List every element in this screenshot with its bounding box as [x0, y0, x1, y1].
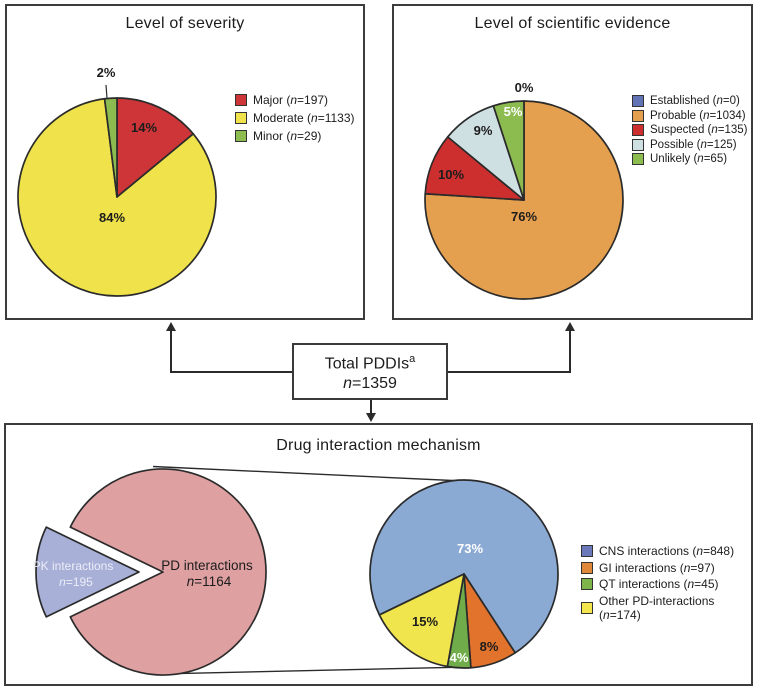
severity-title: Level of severity: [125, 15, 245, 32]
connector-line-right-vertical: [569, 330, 571, 373]
legend-label: Suspected (n=135): [650, 124, 748, 136]
arrow-down-icon: [366, 413, 376, 422]
mechanism-legend: CNS interactions (n=848) GI interactions …: [581, 544, 757, 622]
legend-swatch-other-pd-interactions: [581, 601, 593, 614]
legend-swatch-major: [235, 94, 247, 106]
legend-label: Minor (n=29): [253, 129, 322, 143]
legend-item-established: Established (n=0): [632, 95, 748, 107]
legend-item-major: Major (n=197): [235, 93, 355, 107]
connector-line-left-horizontal: [171, 371, 292, 373]
legend-swatch-qt-interactions: [581, 578, 593, 590]
legend-item-possible: Possible (n=125): [632, 138, 748, 151]
connector-line-down-vertical: [370, 400, 372, 414]
mechanism-title: Drug interaction mechanism: [276, 437, 481, 454]
legend-label: Probable (n=1034): [650, 109, 746, 122]
evidence-legend: Established (n=0) Probable (n=1034) Suspec…: [632, 95, 748, 165]
legend-swatch-minor: [235, 130, 247, 142]
arrow-up-right-icon: [565, 322, 575, 331]
total-pddis-label: Total PDDIsa: [324, 353, 416, 373]
legend-label: CNS interactions (n=848): [599, 544, 735, 558]
legend-swatch-unlikely: [632, 153, 644, 165]
legend-item-suspected: Suspected (n=135): [632, 124, 748, 136]
legend-label: Possible (n=125): [650, 138, 737, 151]
legend-label: GI interactions (n=97): [599, 560, 715, 575]
legend-item-moderate: Moderate (n=1133): [235, 111, 355, 125]
legend-label: Moderate (n=1133): [253, 111, 355, 125]
legend-swatch-moderate: [235, 112, 247, 124]
legend-label: Established (n=0): [650, 95, 740, 107]
legend-item-qt-interactions: QT interactions (n=45): [581, 577, 757, 591]
footnote-marker: a: [409, 353, 416, 366]
legend-item-probable: Probable (n=1034): [632, 109, 748, 122]
legend-swatch-possible: [632, 138, 644, 151]
total-pddis-box: Total PDDIsa n=1359: [292, 343, 448, 400]
panel-severity: [5, 4, 365, 320]
legend-label: QT interactions (n=45): [599, 577, 719, 591]
severity-legend: Major (n=197) Moderate (n=1133) Minor (n=2…: [235, 93, 355, 143]
legend-item-minor: Minor (n=29): [235, 129, 355, 143]
legend-item-unlikely: Unlikely (n=65): [632, 153, 748, 165]
legend-swatch-probable: [632, 109, 644, 122]
arrow-up-left-icon: [166, 322, 176, 331]
connector-line-right-horizontal: [448, 371, 571, 373]
legend-item-other-pd-interactions: Other PD-interactions (n=174): [581, 594, 757, 622]
legend-item-cns-interactions: CNS interactions (n=848): [581, 544, 757, 558]
legend-item-gi-interactions: GI interactions (n=97): [581, 561, 757, 575]
legend-swatch-suspected: [632, 124, 644, 136]
total-pddis-count: n=1359: [343, 374, 397, 392]
legend-swatch-gi-interactions: [581, 561, 593, 574]
legend-label: Unlikely (n=65): [650, 153, 728, 165]
legend-swatch-established: [632, 95, 644, 107]
legend-swatch-cns-interactions: [581, 545, 593, 557]
evidence-title: Level of scientific evidence: [474, 15, 671, 32]
connector-line-left-vertical: [170, 330, 172, 373]
legend-label: Major (n=197): [253, 93, 329, 107]
legend-label: Other PD-interactions (n=174): [599, 593, 715, 622]
